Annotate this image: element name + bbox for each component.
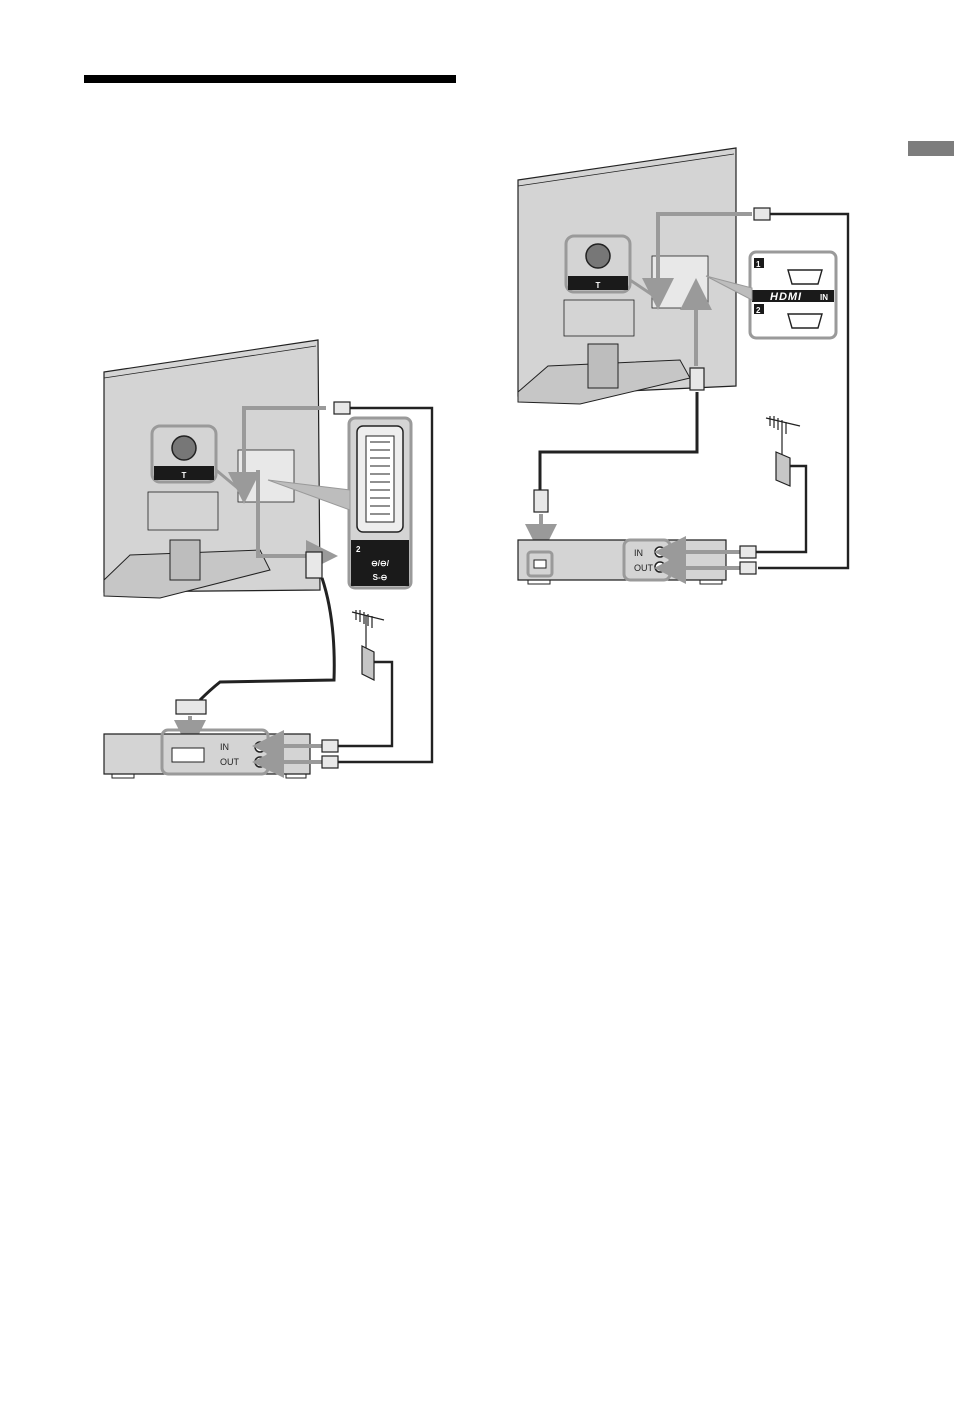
scart-port-symbol: ⊖/⊖/ — [371, 559, 390, 568]
scart-plug-top — [306, 552, 322, 578]
scart-plug-bottom — [176, 700, 206, 714]
hdmi-plug-bottom — [534, 490, 548, 512]
recorder-device-right — [518, 540, 726, 580]
scart-cable — [200, 578, 334, 700]
svg-text:T: T — [182, 471, 187, 480]
hdmi-port-2-number: 2 — [756, 306, 761, 315]
scart-port-symbol2: S-⊖ — [373, 573, 388, 582]
hdmi-cable — [540, 392, 697, 490]
hdmi-port-1-number: 1 — [756, 260, 761, 269]
antenna-icon-right — [766, 416, 800, 486]
device-out-label-left: OUT — [220, 757, 240, 767]
antenna-icon-left — [352, 610, 384, 680]
scart-port-number: 2 — [356, 545, 361, 554]
device-in-label-right: IN — [634, 548, 643, 558]
hdmi-logo: HDMI — [770, 291, 802, 303]
recorder-device-left — [104, 734, 310, 774]
hdmi-plug-top — [690, 368, 704, 390]
right-diagram-hdmi: T 1 HDMI IN 2 IN OUT — [518, 148, 848, 584]
left-diagram-scart: T 2 ⊖/⊖/ S-⊖ IN OUT — [104, 340, 432, 778]
device-in-label-left: IN — [220, 742, 229, 752]
device-out-label-right: OUT — [634, 563, 654, 573]
hdmi-in-label: IN — [820, 293, 828, 302]
svg-text:T: T — [596, 281, 601, 290]
